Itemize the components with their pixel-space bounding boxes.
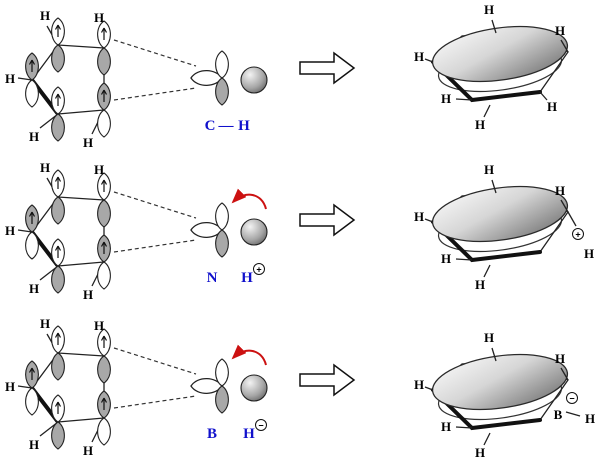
minus-charge-sign: − — [569, 394, 574, 404]
fragment-bond-label: — — [218, 118, 235, 134]
fragment-h-label: H — [241, 270, 253, 286]
fragment-h-label: H — [238, 118, 250, 134]
product-boratabenzene: B − H — [411, 328, 595, 462]
minus-charge-circle — [255, 419, 267, 431]
fragment-atom-label: B — [207, 426, 217, 442]
h-label: H — [547, 99, 557, 114]
fragment-h-label: H — [243, 426, 255, 442]
electron-pair-arrow — [231, 188, 267, 210]
plus-charge-sign: + — [575, 230, 580, 240]
product-benzene: H — [411, 0, 573, 134]
plus-charge-circle — [572, 228, 584, 240]
b-h-label: H — [585, 411, 595, 426]
reaction-row-2: N H + + H — [5, 160, 594, 302]
fragment-atom-label: C — [205, 118, 216, 134]
minus-charge-circle — [566, 392, 578, 404]
plus-charge-circle — [253, 263, 265, 275]
electron-pair-arrow — [231, 344, 267, 366]
n-h-label: H — [584, 246, 594, 261]
reaction-row-3: B H − B − H — [5, 316, 595, 462]
product-pyridinium: + H — [411, 160, 594, 294]
minus-charge-sign: − — [258, 421, 263, 431]
fragment-atom-label: N — [207, 270, 218, 286]
boron-label: B — [554, 407, 563, 422]
reaction-row-1: C — H H — [5, 0, 573, 150]
plus-charge-sign: + — [256, 265, 261, 275]
